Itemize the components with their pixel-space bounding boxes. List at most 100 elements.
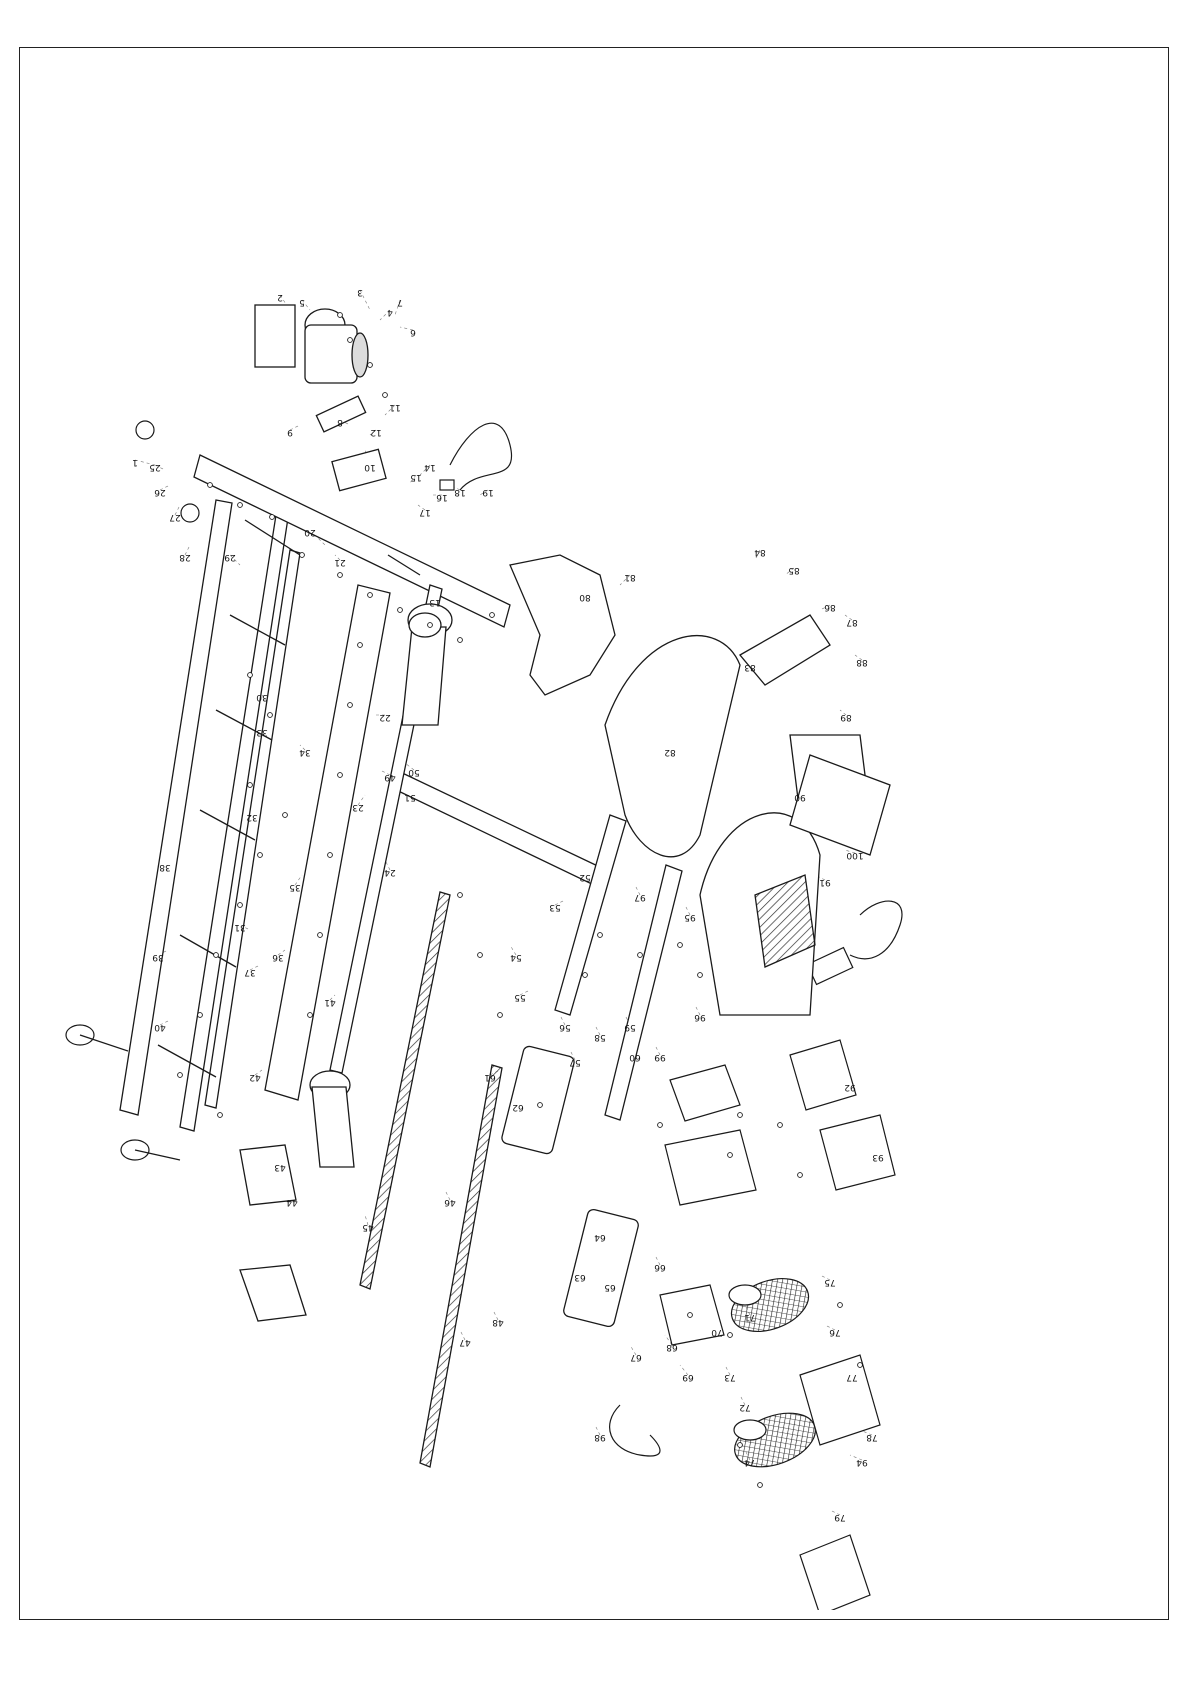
fastener-bolt [383,393,388,398]
fastener-bolt [798,1173,803,1178]
fastener-bolt [458,638,463,643]
part-callout-58: 58 [594,1032,606,1042]
part-callout-12: 12 [370,427,381,437]
part-callout-63: 63 [574,1272,585,1282]
speaker-grille-lower [727,1403,822,1477]
main-frame [120,455,604,1131]
drive-motor [305,325,357,383]
keypad-overlay-left [790,1040,856,1110]
fastener-bolt [300,553,305,558]
part-callout-21: 21 [334,557,345,567]
part-callout-5: 5 [299,297,305,307]
fastener-bolt [338,573,343,578]
foot-pad [240,1265,306,1321]
transport-wheel-upper [136,421,154,439]
part-callout-71: 71 [744,1312,755,1322]
power-plug-upper [440,480,454,490]
speaker-upper [729,1285,761,1305]
power-cord-upper [450,423,512,490]
part-callout-62: 62 [512,1102,523,1112]
part-callout-79: 79 [834,1512,846,1522]
fastener-bolt [738,1113,743,1118]
part-callout-23: 23 [352,802,363,812]
part-callout-53: 53 [549,902,560,912]
keypad-board-lower [665,1130,756,1205]
rear-end-cap [240,1145,296,1205]
fastener-bolt [638,953,643,958]
upright-tube [740,615,830,685]
part-callout-75: 75 [824,1277,835,1287]
fastener-bolt [238,503,243,508]
speaker-lower [734,1420,766,1440]
part-callout-91: 91 [819,877,830,887]
part-callout-78: 78 [866,1432,878,1442]
fastener-bolt [248,673,253,678]
part-callout-24: 24 [384,867,396,877]
fastener-bolt [318,933,323,938]
part-callout-48: 48 [492,1317,504,1327]
part-callout-67: 67 [630,1352,641,1362]
part-callout-13: 13 [429,597,440,607]
part-callout-68: 68 [666,1342,678,1352]
frame-brace [158,1045,216,1077]
motor-flywheel [352,333,368,377]
transport-wheel-lower [181,504,199,522]
part-callout-61: 61 [484,1072,495,1082]
part-callout-97: 97 [634,892,645,902]
fastener-bolt [490,613,495,618]
part-callout-59: 59 [624,1022,636,1032]
fastener-bolt [348,338,353,343]
part-callout-65: 65 [604,1282,615,1292]
part-callout-88: 88 [856,657,868,667]
part-callout-14: 14 [424,462,436,472]
part-callout-11: 11 [389,402,400,412]
fastener-bolt [583,973,588,978]
fastener-bolt [368,363,373,368]
part-callout-39: 39 [152,952,164,962]
part-callout-30: 30 [256,692,268,702]
battery-cover [800,1535,870,1610]
part-callout-36: 36 [272,952,284,962]
part-callout-45: 45 [362,1222,373,1232]
fastener-bolt [478,953,483,958]
part-callout-66: 66 [654,1262,666,1272]
part-callout-52: 52 [579,872,590,882]
part-callout-37: 37 [244,967,255,977]
fastener-bolt [208,483,213,488]
part-callout-19: 19 [482,487,494,497]
part-callout-38: 38 [159,862,171,872]
part-callout-95: 95 [684,912,695,922]
upright-cover-lower [562,1208,639,1327]
part-callout-26: 26 [154,487,166,497]
part-callout-98: 98 [594,1432,606,1442]
frame-rail-left [120,500,232,1115]
part-callout-41: 41 [324,997,335,1007]
fastener-bolt [498,1013,503,1018]
fastener-bolt [698,973,703,978]
exploded-parts-diagram: 1234567891011121314151617181920212223242… [40,255,1040,1610]
fastener-bolt [838,1303,843,1308]
part-callout-9: 9 [287,427,293,437]
part-callout-47: 47 [459,1337,470,1347]
part-callout-6: 6 [410,327,416,337]
part-callout-69: 69 [682,1372,694,1382]
part-callout-94: 94 [856,1457,868,1467]
fastener-bolt [270,515,275,520]
part-callout-15: 15 [410,472,421,482]
part-callout-40: 40 [154,1022,166,1032]
part-callout-77: 77 [846,1372,857,1382]
keypad-board-upper [670,1065,740,1121]
part-callout-56: 56 [559,1022,571,1032]
fastener-bolt [538,1103,543,1108]
part-callout-10: 10 [364,462,376,472]
part-callout-54: 54 [510,952,522,962]
fastener-bolt [458,893,463,898]
part-callout-85: 85 [788,565,799,575]
part-callout-51: 51 [404,792,415,802]
part-callout-7: 7 [397,297,403,307]
part-callout-31: 31 [234,922,245,932]
part-callout-33: 33 [256,727,267,737]
fastener-bolt [358,643,363,648]
fastener-bolt [678,943,683,948]
fastener-bolt [248,783,253,788]
